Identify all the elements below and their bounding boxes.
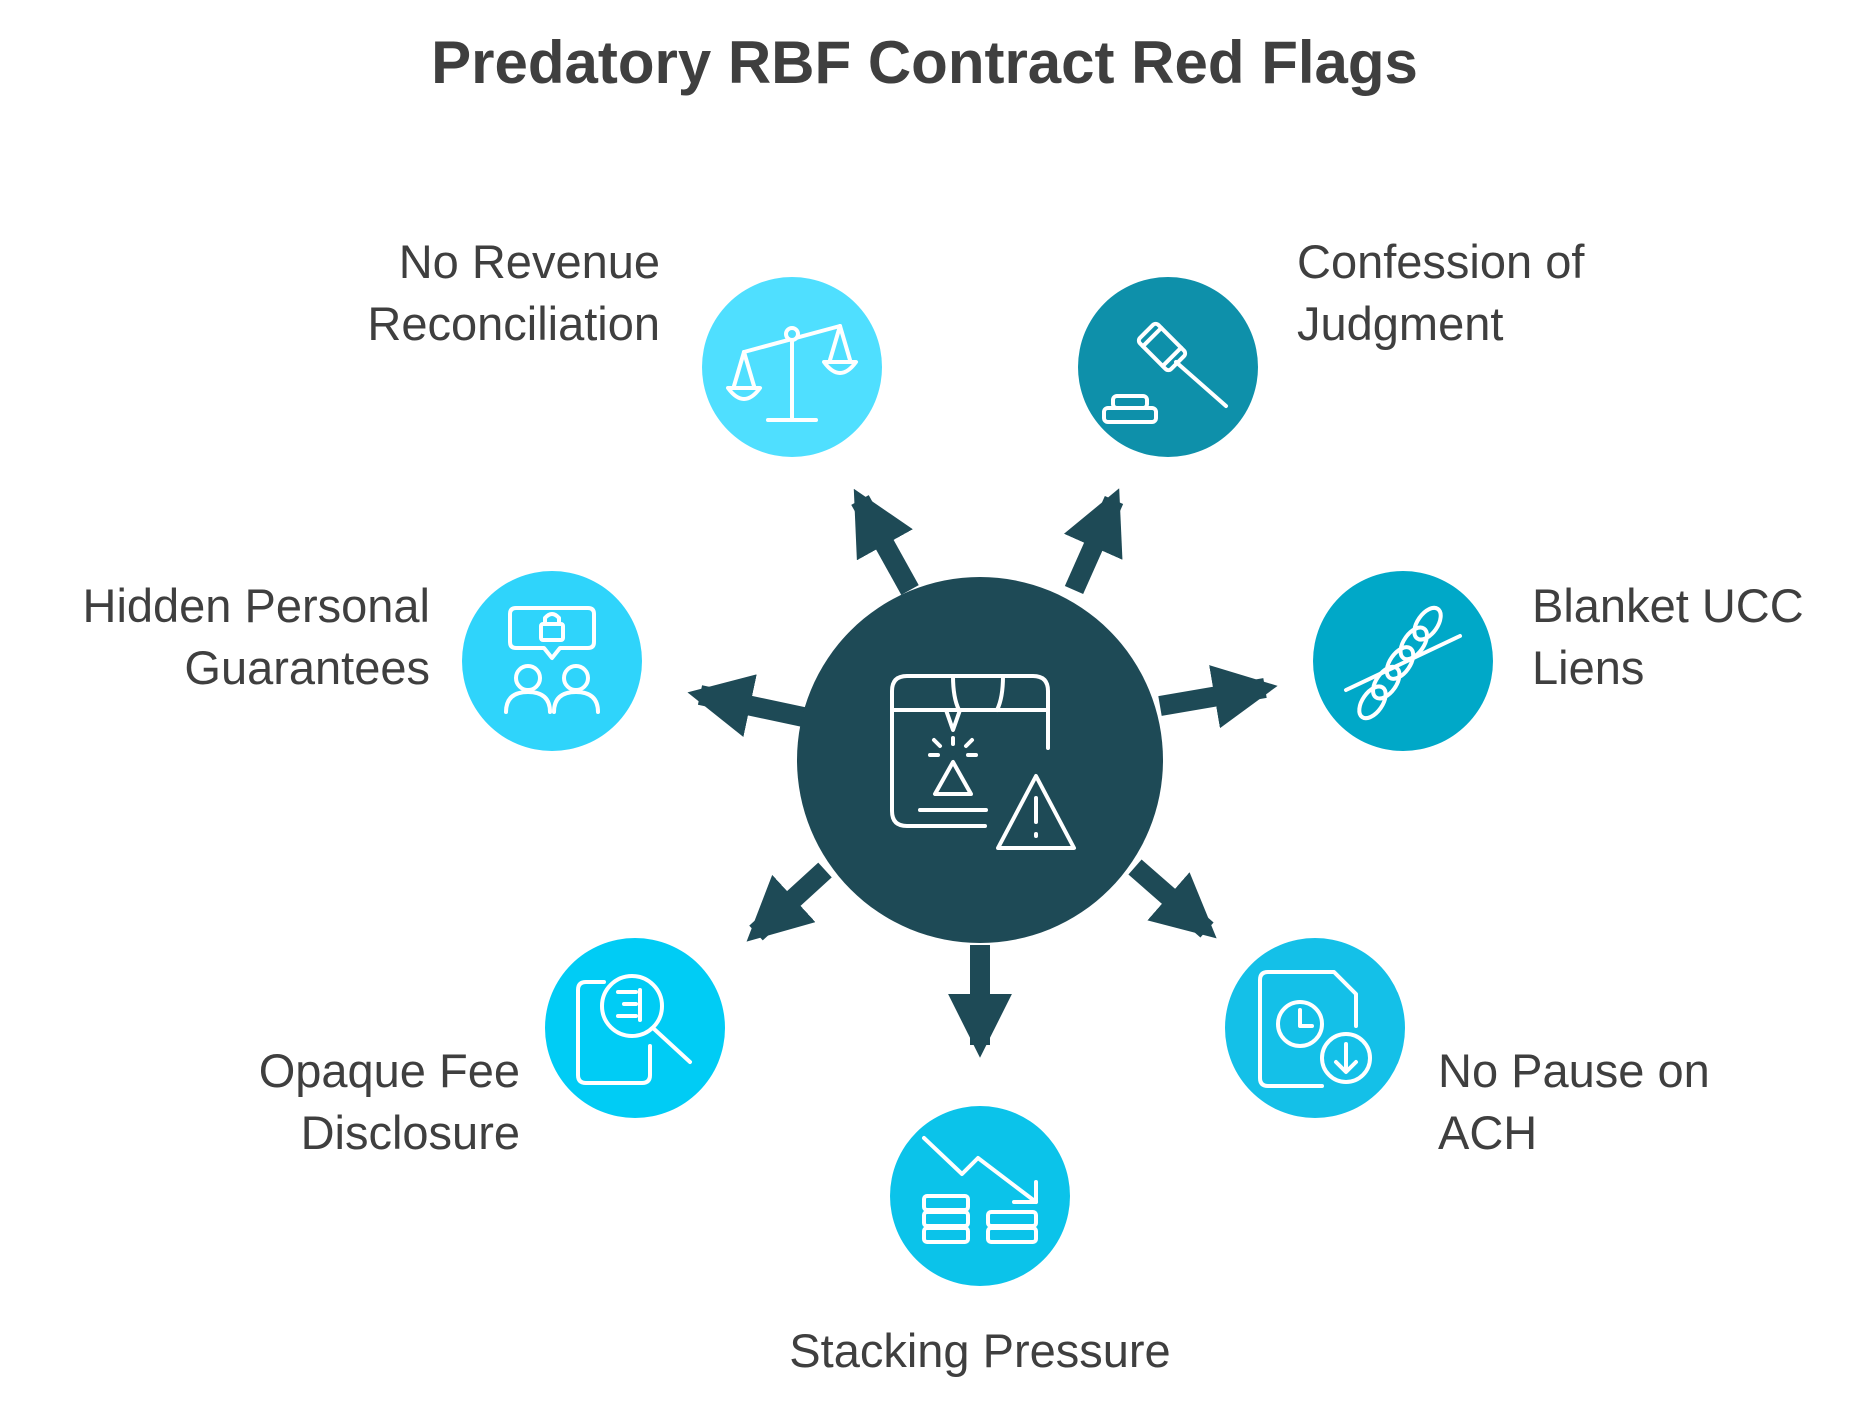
label-stacking-pressure: Stacking Pressure bbox=[789, 1324, 1171, 1377]
arrows bbox=[687, 488, 1278, 1058]
label-no-revenue-reconciliation: No Revenue Reconciliation bbox=[367, 235, 660, 350]
diagram-title: Predatory RBF Contract Red Flags bbox=[431, 29, 1418, 96]
node-opaque-fee-disclosure bbox=[545, 938, 725, 1118]
node-no-revenue-reconciliation bbox=[702, 277, 882, 457]
document-clock-download-icon bbox=[1258, 970, 1372, 1088]
arrow-to-blanket-ucc-liens bbox=[1158, 665, 1278, 729]
coins-trend-down-icon bbox=[922, 1136, 1038, 1244]
node-blanket-ucc-liens bbox=[1313, 571, 1493, 751]
label-blanket-ucc-liens: Blanket UCC Liens bbox=[1532, 579, 1804, 694]
label-confession-of-judgment: Confession of Judgment bbox=[1297, 235, 1585, 350]
central-hub bbox=[797, 577, 1163, 943]
arrow-to-confession-of-judgment bbox=[1063, 488, 1124, 595]
arrow-to-opaque-fee-disclosure bbox=[746, 862, 832, 942]
gavel-icon bbox=[1102, 321, 1228, 424]
node-stacking-pressure bbox=[890, 1106, 1070, 1286]
node-no-pause-on-ach bbox=[1225, 938, 1405, 1118]
arrow-to-no-pause-on-ach bbox=[1128, 859, 1217, 939]
balance-scale-icon bbox=[726, 324, 858, 422]
label-hidden-personal-guarantees: Hidden Personal Guarantees bbox=[82, 579, 431, 694]
node-hidden-personal-guarantees bbox=[462, 571, 642, 751]
locked-people-icon bbox=[504, 606, 600, 714]
arrow-to-no-revenue-reconciliation bbox=[851, 488, 919, 595]
warning-document-icon bbox=[890, 674, 1076, 850]
document-magnifier-icon bbox=[576, 974, 692, 1085]
label-no-pause-on-ach: No Pause on ACH bbox=[1438, 1044, 1710, 1159]
chain-icon bbox=[1344, 605, 1462, 721]
node-confession-of-judgment bbox=[1078, 277, 1258, 457]
label-opaque-fee-disclosure: Opaque Fee Disclosure bbox=[258, 1044, 520, 1159]
arrow-to-hidden-personal-guarantees bbox=[687, 674, 811, 737]
